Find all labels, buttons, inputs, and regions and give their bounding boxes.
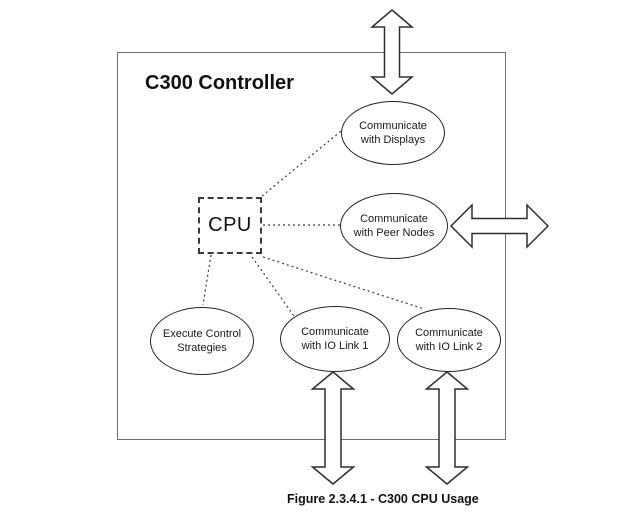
node-label-line: Communicate	[415, 327, 483, 339]
controller-boundary-box	[117, 52, 506, 440]
double-arrow-top-icon	[369, 9, 415, 95]
node-label-line: with Peer Nodes	[353, 227, 435, 239]
node-label-line: Strategies	[177, 342, 227, 354]
node-communicate-with-io-link-1: Communicate with IO Link 1	[280, 306, 390, 372]
node-label-line: Communicate	[359, 120, 427, 132]
cpu-box: CPU	[198, 197, 262, 254]
connector-cpu-to-displays	[261, 126, 347, 197]
figure-caption: Figure 2.3.4.1 - C300 CPU Usage	[287, 492, 479, 506]
node-label-line: with IO Link 2	[415, 341, 483, 353]
node-label-line: with Displays	[360, 134, 426, 146]
node-execute-control-strategies: Execute Control Strategies	[150, 307, 254, 375]
connector-cpu-to-io-link-1	[251, 256, 295, 317]
node-communicate-with-peer-nodes: Communicate with Peer Nodes	[340, 193, 448, 259]
controller-title: C300 Controller	[145, 72, 294, 94]
double-arrow-right-icon	[449, 203, 550, 249]
node-label-line: Execute Control	[162, 328, 242, 340]
node-label-line: Communicate	[360, 213, 428, 225]
node-label-line: with IO Link 1	[301, 340, 369, 352]
connector-cpu-to-execute	[202, 254, 212, 306]
connector-cpu-to-io-link-2	[262, 256, 425, 310]
node-communicate-with-displays: Communicate with Displays	[341, 101, 445, 165]
node-communicate-with-io-link-2: Communicate with IO Link 2	[397, 308, 501, 372]
double-arrow-bottom-right-icon	[424, 371, 470, 485]
double-arrow-bottom-left-icon	[310, 371, 356, 485]
node-label-line: Communicate	[301, 326, 369, 338]
cpu-label: CPU	[208, 214, 252, 236]
